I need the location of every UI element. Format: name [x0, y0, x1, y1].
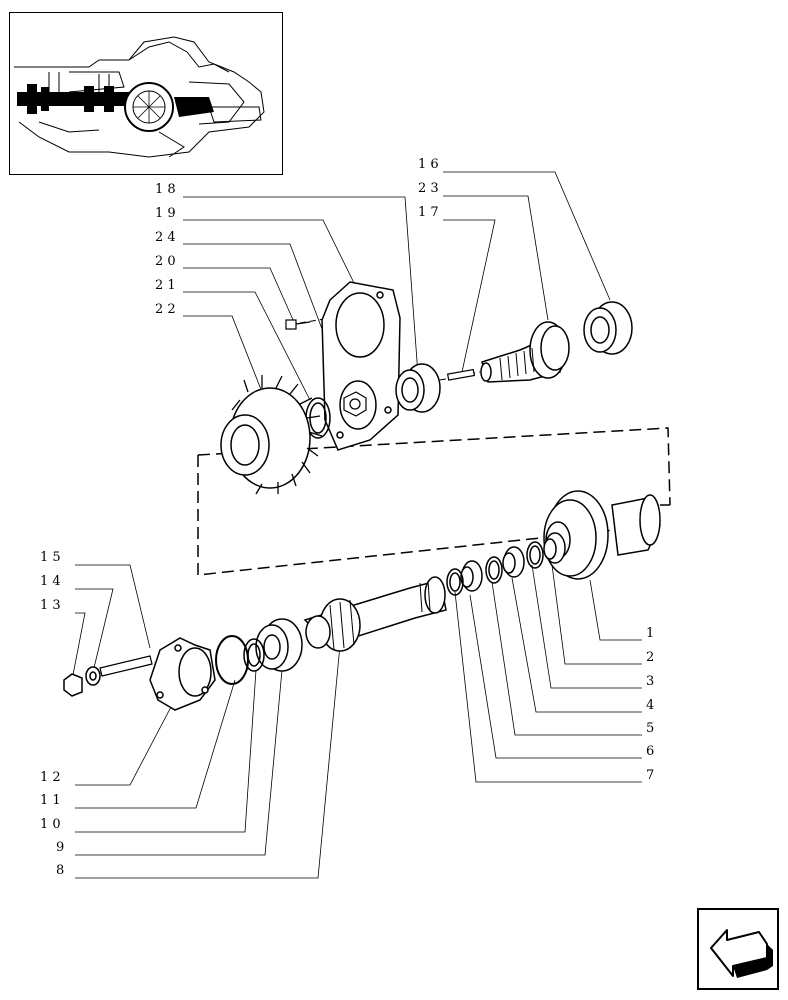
- callout-21: 2 1: [155, 278, 176, 293]
- nut-13: [63, 673, 83, 697]
- arrow-back-icon: [710, 929, 773, 978]
- callout-24: 2 4: [155, 230, 176, 245]
- nut-24: [343, 391, 367, 417]
- bearing-2: [543, 532, 566, 564]
- callout-18: 1 8: [155, 182, 176, 197]
- callout-6: 6: [646, 744, 654, 759]
- back-nav-button[interactable]: [697, 908, 779, 990]
- gear-cluster-1: [543, 490, 661, 580]
- washer-14: [85, 666, 101, 686]
- callout-9: 9: [56, 840, 64, 855]
- callout-4: 4: [646, 698, 654, 713]
- cover-plate: [321, 281, 401, 451]
- main-shaft-8: [303, 576, 447, 652]
- callout-14: 1 4: [40, 574, 61, 589]
- assembly-boundary: [197, 427, 671, 576]
- callout-22: 2 2: [155, 302, 176, 317]
- callout-5: 5: [646, 721, 654, 736]
- callout-20: 2 0: [155, 254, 176, 269]
- callout-8: 8: [56, 863, 64, 878]
- callout-17: 1 7: [418, 205, 439, 220]
- washer-5: [485, 556, 503, 584]
- callout-7: 7: [646, 768, 654, 783]
- stud-15: [99, 655, 153, 677]
- callout-3: 3: [646, 674, 654, 689]
- pin-17: [446, 368, 476, 381]
- callout-16: 1 6: [418, 157, 439, 172]
- callout-2: 2: [646, 650, 654, 665]
- callout-15: 1 5: [40, 550, 61, 565]
- bolt-20: [285, 319, 311, 330]
- callout-labels: 1 6 2 3 1 7 1 8 1 9 2 4 2 0 2 1 2 2 1 5 …: [40, 157, 654, 878]
- callout-23: 2 3: [418, 181, 439, 196]
- shaft-23: [480, 321, 570, 383]
- bearing-16: [583, 301, 633, 355]
- bearing-18: [395, 363, 441, 413]
- callout-12: 1 2: [40, 770, 61, 785]
- bearing-6: [460, 560, 483, 592]
- washer-3: [526, 541, 544, 569]
- callout-13: 1 3: [40, 598, 61, 613]
- callout-10: 1 0: [40, 817, 61, 832]
- bearing-4: [502, 546, 525, 578]
- callout-19: 1 9: [155, 206, 176, 221]
- callout-1: 1: [646, 626, 654, 641]
- o-ring-11: [215, 635, 249, 685]
- cover-12: [149, 637, 216, 711]
- leader-lines: [71, 171, 642, 879]
- ring-7: [446, 568, 464, 596]
- callout-11: 1 1: [40, 793, 61, 808]
- gear-22: [220, 375, 323, 495]
- overview-thumbnail: [9, 12, 283, 175]
